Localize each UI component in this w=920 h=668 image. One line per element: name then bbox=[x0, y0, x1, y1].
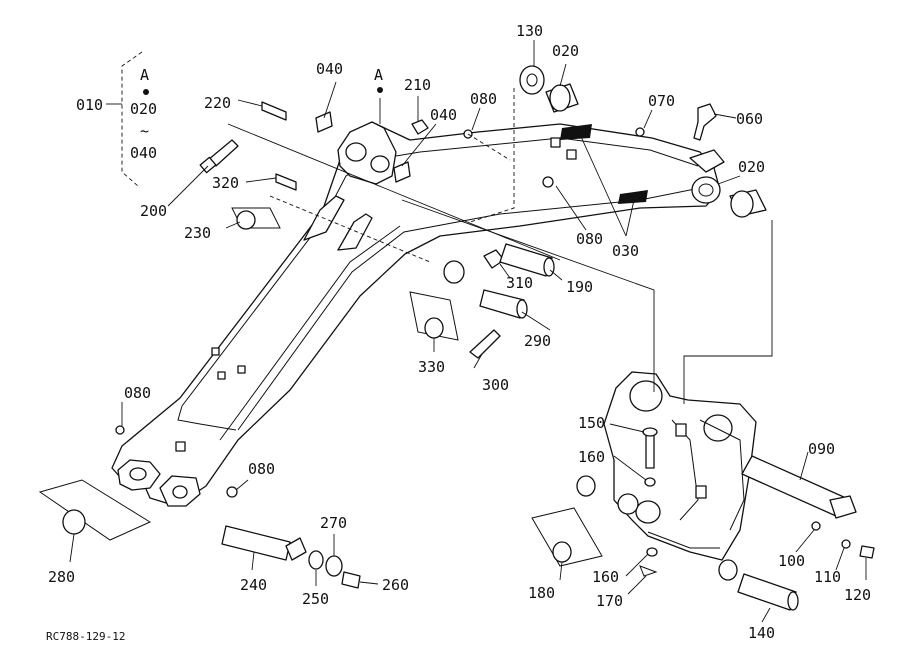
washer-180 bbox=[552, 541, 572, 563]
plate-030-bottom bbox=[618, 190, 648, 204]
label-060: 060 bbox=[736, 110, 763, 128]
label-220: 220 bbox=[204, 94, 231, 112]
label-090: 090 bbox=[808, 440, 835, 458]
bolt-260 bbox=[341, 571, 361, 589]
label-270: 270 bbox=[320, 514, 347, 532]
washer-330 bbox=[424, 317, 444, 339]
label-260: 260 bbox=[382, 576, 409, 594]
plate-030-top bbox=[560, 124, 592, 140]
label-080c: 080 bbox=[124, 384, 151, 402]
label-160a: 160 bbox=[578, 448, 605, 466]
label-210: 210 bbox=[404, 76, 431, 94]
kit-to: 040 bbox=[130, 144, 157, 162]
kit-note: 010 A 020 ~ 040 bbox=[76, 66, 157, 162]
label-180: 180 bbox=[528, 584, 555, 602]
label-070: 070 bbox=[648, 92, 675, 110]
label-190: 190 bbox=[566, 278, 593, 296]
label-040a: 040 bbox=[316, 60, 343, 78]
kit-letter: A bbox=[140, 66, 149, 84]
pin-150 bbox=[645, 431, 655, 469]
label-200: 200 bbox=[140, 202, 167, 220]
label-290: 290 bbox=[524, 332, 551, 350]
grease-fitting-320 bbox=[275, 173, 297, 191]
label-150: 150 bbox=[578, 414, 605, 432]
washer-110 bbox=[841, 539, 851, 549]
washer-130 bbox=[519, 65, 545, 95]
collar-250 bbox=[308, 550, 324, 570]
boom bbox=[111, 121, 725, 507]
label-300: 300 bbox=[482, 376, 509, 394]
grease-fitting-220 bbox=[261, 101, 287, 121]
label-030: 030 bbox=[612, 242, 639, 260]
fitting-070 bbox=[635, 127, 645, 137]
plug-080b bbox=[542, 176, 554, 188]
label-320: 320 bbox=[212, 174, 239, 192]
nut-210 bbox=[411, 119, 429, 135]
label-040b: 040 bbox=[430, 106, 457, 124]
label-120: 120 bbox=[844, 586, 871, 604]
swing-bracket bbox=[603, 371, 757, 561]
washer-230 bbox=[236, 210, 256, 230]
part-labels: 220 320 200 230 040 210 040 080 130 020 … bbox=[48, 22, 871, 642]
bolt-120 bbox=[859, 545, 875, 559]
bolt-300 bbox=[469, 329, 501, 359]
label-080a: 080 bbox=[470, 90, 497, 108]
washer-160b bbox=[646, 547, 658, 557]
label-020b: 020 bbox=[738, 158, 765, 176]
elbow-060 bbox=[693, 103, 717, 141]
washer-270 bbox=[325, 555, 343, 577]
label-130: 130 bbox=[516, 22, 543, 40]
label-010: 010 bbox=[76, 96, 103, 114]
washer-160a bbox=[644, 477, 656, 487]
label-240: 240 bbox=[240, 576, 267, 594]
kit-tilde: ~ bbox=[140, 122, 149, 140]
washer-280 bbox=[62, 509, 86, 535]
callout-letter-a: A bbox=[374, 66, 383, 84]
label-080d: 080 bbox=[248, 460, 275, 478]
pin-140 bbox=[737, 573, 797, 611]
kit-bracket bbox=[121, 51, 143, 187]
label-020a: 020 bbox=[552, 42, 579, 60]
label-100: 100 bbox=[778, 552, 805, 570]
label-230: 230 bbox=[184, 224, 211, 242]
pin-190 bbox=[499, 243, 553, 277]
nut-100 bbox=[811, 521, 821, 531]
label-280: 280 bbox=[48, 568, 75, 586]
kit-from: 020 bbox=[130, 100, 157, 118]
pin-090 bbox=[741, 455, 847, 517]
label-140: 140 bbox=[748, 624, 775, 642]
pin-240 bbox=[221, 525, 291, 561]
cotter-170 bbox=[639, 565, 658, 577]
label-160b: 160 bbox=[592, 568, 619, 586]
label-330: 330 bbox=[418, 358, 445, 376]
label-110: 110 bbox=[814, 568, 841, 586]
label-310: 310 bbox=[506, 274, 533, 292]
label-080b: 080 bbox=[576, 230, 603, 248]
plate-040a bbox=[315, 111, 333, 133]
plug-080c bbox=[115, 425, 125, 435]
label-170: 170 bbox=[596, 592, 623, 610]
plug-080d bbox=[226, 486, 238, 498]
drawing-code: RC788-129-12 bbox=[46, 630, 125, 643]
label-250: 250 bbox=[302, 590, 329, 608]
callout-leaders bbox=[69, 40, 867, 623]
